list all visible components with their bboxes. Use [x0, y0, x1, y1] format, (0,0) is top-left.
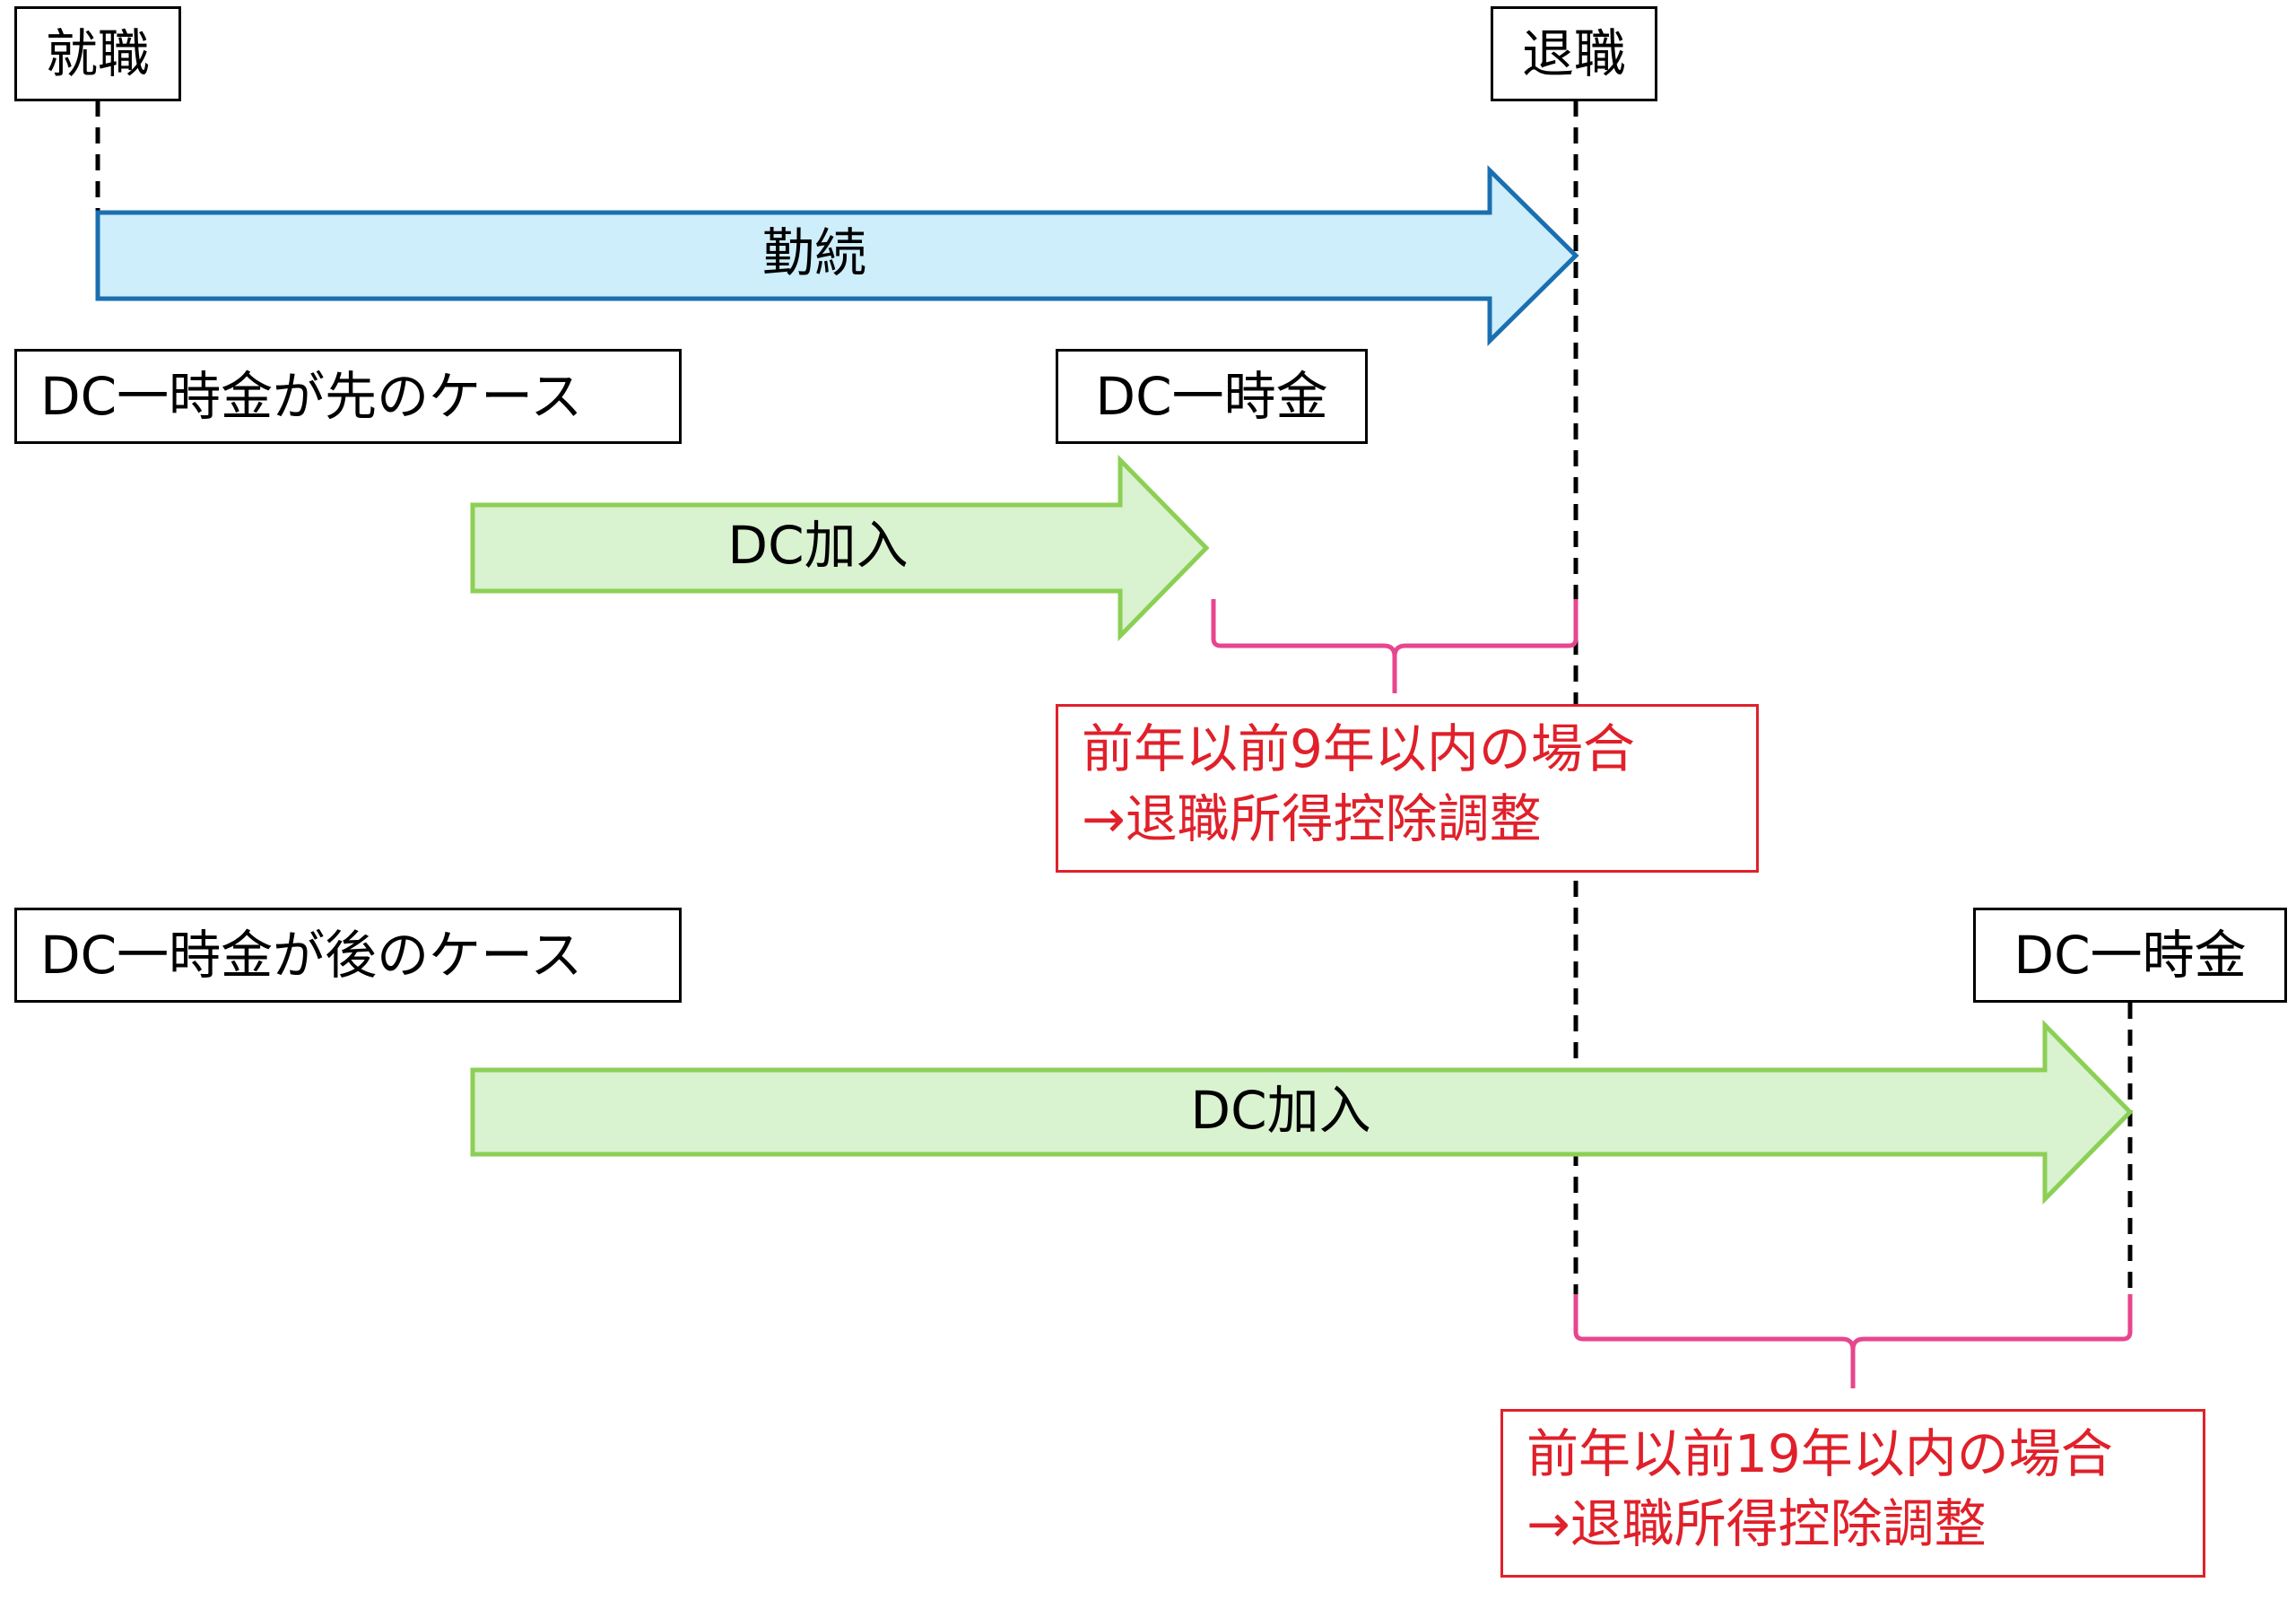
retire-label: 退職	[1491, 6, 1657, 101]
dc-lump-before-text: DC一時金	[1095, 366, 1328, 427]
note-before: 前年以前9年以内の場合 →退職所得控除調整	[1056, 704, 1759, 873]
dc-lump-before-label: DC一時金	[1056, 349, 1368, 444]
case-after-text: DC一時金が後のケース	[40, 925, 583, 986]
note-before-line1: 前年以前9年以内の場合	[1082, 718, 1635, 779]
dc-join-label-before: DC加入	[727, 515, 909, 576]
tenure-label: 勤続	[761, 222, 867, 283]
brace-after	[1573, 1294, 2133, 1388]
note-after: 前年以前19年以内の場合 →退職所得控除調整	[1500, 1409, 2205, 1578]
case-after-label: DC一時金が後のケース	[14, 908, 682, 1003]
note-after-line2: →退職所得控除調整	[1526, 1493, 1987, 1554]
dc-join-arrow-after	[470, 1019, 2134, 1205]
dc-lump-after-label: DC一時金	[1973, 908, 2287, 1003]
brace-before	[1211, 599, 1578, 693]
note-after-line1: 前年以前19年以内の場合	[1526, 1423, 2113, 1484]
dc-join-label-after: DC加入	[1190, 1080, 1371, 1141]
hire-text: 就職	[45, 23, 150, 84]
retire-text: 退職	[1521, 23, 1626, 84]
case-before-text: DC一時金が先のケース	[40, 366, 583, 427]
dc-join-arrow-before	[470, 454, 1210, 642]
tenure-arrow	[95, 165, 1579, 346]
case-before-label: DC一時金が先のケース	[14, 349, 682, 444]
dc-lump-after-text: DC一時金	[2013, 925, 2247, 986]
note-before-line2: →退職所得控除調整	[1082, 788, 1542, 849]
hire-label: 就職	[14, 6, 181, 101]
